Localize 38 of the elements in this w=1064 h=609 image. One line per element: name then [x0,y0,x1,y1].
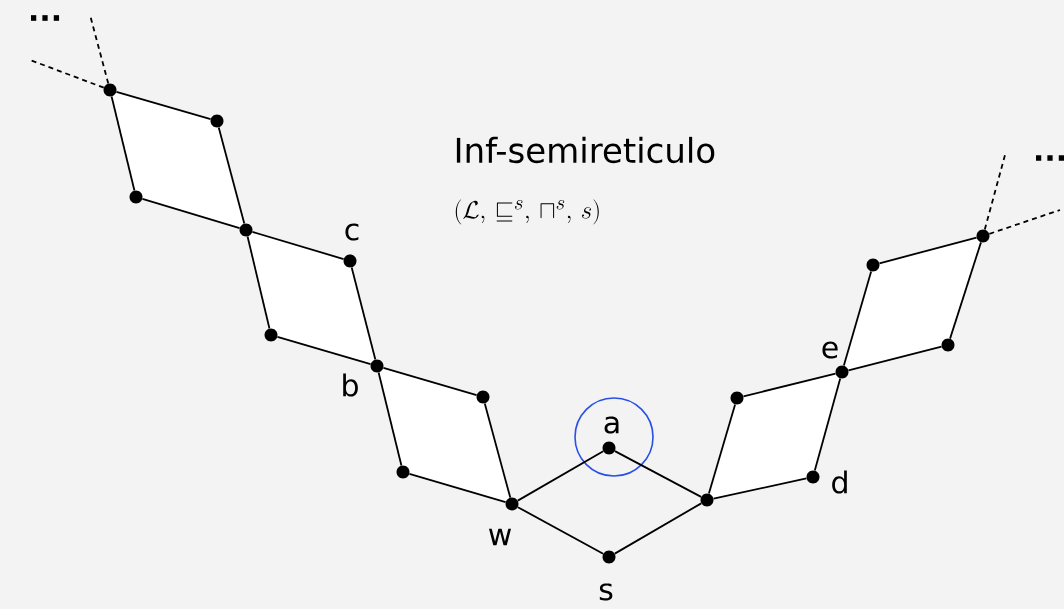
lattice-edge [847,345,943,372]
lattice-edge [483,402,512,499]
lattice-edge [712,477,808,500]
lattice-edge [141,198,241,229]
lattice-edge [613,502,703,555]
lattice-edge [110,95,136,192]
dashed-line [29,59,105,89]
vertex-label: a [604,416,619,434]
tuple-formula: $(\mathcal{L},\, \sqsubseteq^{s},\, \sqcap^{s},\, s)$ [455,199,599,225]
vertex-label: s [599,583,613,601]
lattice-edge [246,235,271,330]
lattice-edge [614,450,702,498]
dashed-line [983,154,1006,231]
ellipsis: ... [1035,155,1064,161]
lattice-edge [949,241,982,340]
vertex-label: b [343,373,358,397]
lattice-edge [813,377,842,472]
lattice-edge [708,403,736,495]
ellipsis: ... [30,15,60,21]
vertex-label: d [832,470,847,494]
lattice-edge [350,266,377,361]
vertex-label: w [489,528,511,546]
lattice-edge [382,366,478,396]
dashed-line [988,209,1061,235]
vertex-label: e [822,341,838,359]
lattice-edge [517,506,605,555]
lattice-edge [115,90,212,121]
lattice-edge [377,371,403,467]
vertex-label: c [345,223,359,241]
lattice-edge [276,335,372,365]
lattice-edge [516,450,605,502]
lattice-edge [842,270,873,367]
lattice-edge [251,231,345,260]
title: Inf-semireticulo [456,136,715,164]
lattice-edge [878,236,978,265]
lattice-edge [742,372,837,398]
lattice-edge [217,126,246,225]
lattice-edge [408,472,507,503]
